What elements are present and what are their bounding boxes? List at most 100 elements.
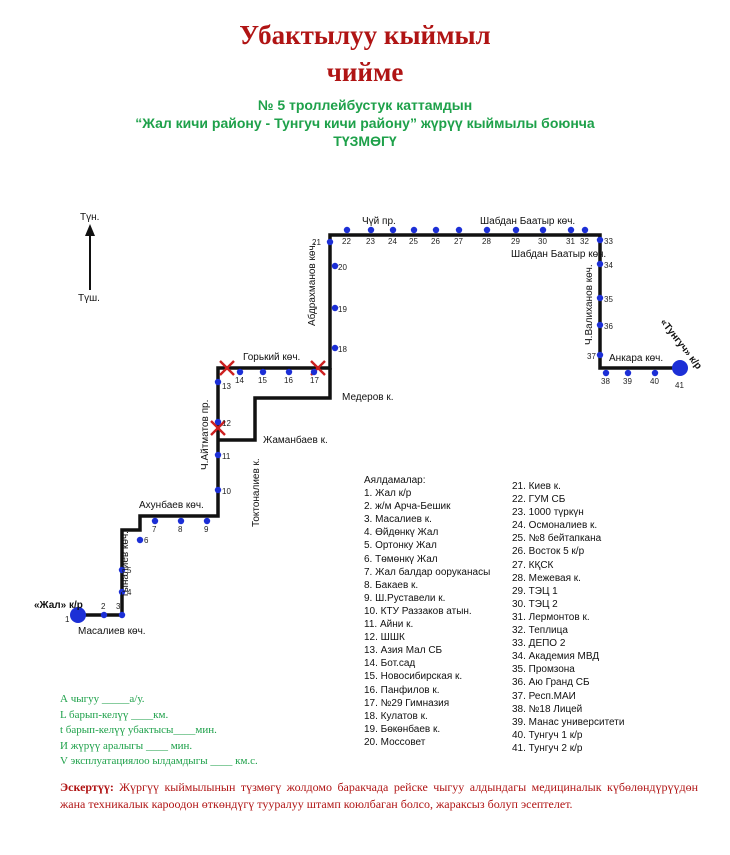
legend-item: 15. Новосибирская к. [364, 671, 463, 683]
stop-dot [214, 451, 222, 459]
detour-line [218, 368, 332, 442]
stop-dot [259, 368, 267, 376]
legend-item: 2. ж/м Арча-Бешик [364, 501, 451, 513]
legend-item: 31. Лермонтов к. [512, 611, 590, 623]
legend-item: 40. Тунгуч 1 к/р [512, 729, 583, 741]
stop-dot [624, 369, 632, 377]
stop-dot [285, 368, 293, 376]
legend-item: 12. ШШК [364, 632, 405, 644]
terminal-zhal-icon [70, 607, 86, 623]
legend-item: 39. Манас университети [512, 716, 625, 728]
station-number: 34 [604, 261, 613, 270]
legend-item: 9. Ш.Руставели к. [364, 592, 446, 604]
station-number: 27 [454, 237, 463, 246]
legend-heading: Аялдамалар: [364, 475, 426, 486]
compass-north-label: Түн. [80, 212, 99, 223]
station-number: 7 [152, 525, 157, 534]
legend-item: 3. Масалиев к. [364, 514, 432, 526]
legend-item: 33. ДЕПО 2 [512, 638, 566, 650]
station-number: 31 [566, 237, 575, 246]
station-number: 16 [284, 376, 293, 385]
stop-dot [177, 517, 185, 525]
station-number: 18 [338, 345, 347, 354]
station-number: 12 [222, 419, 231, 428]
stop-dot [596, 321, 604, 329]
legend-item: 10. КТУ Раззаков атын. [364, 605, 472, 617]
legend-item: 28. Межевая к. [512, 572, 581, 584]
stop-dot [136, 536, 144, 544]
stop-dot [581, 226, 589, 234]
stop-dot [455, 226, 463, 234]
param-line: А чыгуу _____а/у. [60, 693, 145, 705]
stop-dot [118, 588, 126, 596]
param-line: L барып-келүү ____км. [60, 708, 169, 721]
legend-item: 1. Жал к/р [364, 488, 412, 500]
street-chuy: Чүй пр. [362, 216, 396, 227]
stop-dot [118, 566, 126, 574]
closure-marks [210, 360, 326, 436]
stop-dot [651, 369, 659, 377]
stop-dot [512, 226, 520, 234]
station-number: 21 [312, 238, 321, 247]
station-number: 28 [482, 237, 491, 246]
station-number: 17 [310, 376, 319, 385]
stop-dot [410, 226, 418, 234]
station-number: 15 [258, 376, 267, 385]
closure-cross-icon [219, 360, 235, 376]
stop-dot [596, 294, 604, 302]
stop-dot [214, 418, 222, 426]
station-number: 14 [235, 376, 244, 385]
param-line: И жүрүү аралыгы ____ мин. [60, 739, 193, 752]
stop-dot [151, 517, 159, 525]
legend-item: 38. №18 Лицей [512, 703, 583, 715]
station-number: 26 [431, 237, 440, 246]
station-number: 1 [65, 615, 70, 624]
compass-south-label: Түш. [78, 293, 100, 304]
legend-item: 21. Киев к. [512, 481, 561, 492]
station-number: 30 [538, 237, 547, 246]
station-number: 20 [338, 263, 347, 272]
stop-dot [343, 226, 351, 234]
legend-item: 6. Төмөнкү Жал [364, 553, 438, 565]
arrowhead-icon [85, 224, 95, 236]
legend-item: 25. №8 бейтапкана [512, 533, 602, 545]
station-number: 9 [204, 525, 209, 534]
street-tynaliev: Тыналиев көч. [120, 531, 131, 598]
compass: Түн. Түш. [78, 212, 100, 304]
station-number: 40 [650, 377, 659, 386]
station-number: 19 [338, 305, 347, 314]
legend-item: 27. КҚСК [512, 559, 554, 571]
legend-item: 34. Академия МВД [512, 651, 600, 663]
subtitle-line1: № 5 троллейбустук каттамдын [257, 97, 473, 113]
legend-item: 16. Панфилов к. [364, 684, 440, 696]
legend-item: 37. Респ.МАИ [512, 690, 576, 702]
route-parameters: А чыгуу _____а/у. L барып-келүү ____км. … [60, 692, 258, 770]
stop-dot [331, 304, 339, 312]
legend-item: 23. 1000 түркүн [512, 507, 584, 519]
station-number: 5 [127, 566, 132, 575]
closure-cross-icon [210, 420, 226, 436]
stop-dot [214, 378, 222, 386]
footnote-label: Эскертүү: [60, 780, 114, 794]
street-shabdan-right: Шабдан Баатыр көч. [511, 248, 606, 260]
legend-item: 36. Аю Гранд СБ [512, 677, 590, 689]
stop-dot [214, 486, 222, 494]
route-line [78, 233, 680, 617]
legend-item: 32. Теплица [512, 625, 568, 637]
legend-item: 35. Промзона [512, 664, 575, 676]
terminal-tunguch-icon [672, 360, 688, 376]
subtitle-line3: ТҮЗМӨГҮ [333, 133, 397, 149]
station-number: 23 [366, 237, 375, 246]
street-aitmatov: Ч.Айтматов пр. [200, 400, 211, 470]
stop-dot [118, 611, 126, 619]
station-number: 11 [222, 452, 231, 461]
legend-item: 29. ТЭЦ 1 [512, 585, 558, 597]
station-number: 35 [604, 295, 613, 304]
station-number: 10 [222, 487, 231, 496]
title-line1: Убактылуу кыймыл [239, 20, 491, 50]
stop-dot [596, 351, 604, 359]
station-number: 2 [101, 602, 106, 611]
stop-dot [236, 368, 244, 376]
station-number: 41 [675, 381, 684, 390]
stop-dot [483, 226, 491, 234]
